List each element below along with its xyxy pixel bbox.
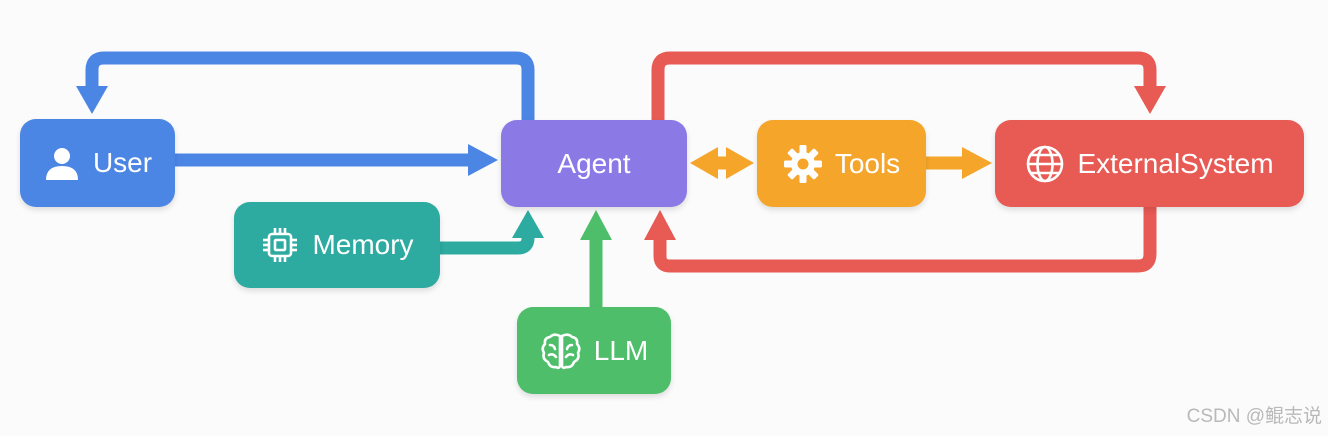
arrowhead-external-to-agent <box>644 210 676 240</box>
tools-label: Tools <box>834 147 901 179</box>
external-system-node: ExternalSystem <box>995 120 1304 207</box>
agent-label: Agent <box>557 147 631 179</box>
arrowhead-llm-to-agent <box>580 210 612 240</box>
brain-icon <box>541 332 581 369</box>
arrowhead-tools-to-agent <box>690 147 718 179</box>
agent-node: Agent <box>501 120 687 207</box>
watermark: CSDN @鲲志说 <box>1186 406 1322 427</box>
arrowhead-agent-to-user <box>76 86 108 114</box>
external-system-label: ExternalSystem <box>1077 147 1274 179</box>
chip-icon <box>263 228 298 262</box>
globe-icon <box>1027 145 1064 182</box>
memory-label: Memory <box>312 229 414 260</box>
arrowhead-user-to-agent <box>468 144 498 176</box>
user-node: User <box>20 119 175 207</box>
arrowhead-agent-to-external <box>1134 86 1166 114</box>
arrowhead-agent-to-tools <box>726 147 754 179</box>
edge-agent-to-external <box>651 51 1157 120</box>
user-label: User <box>92 147 153 178</box>
memory-node: Memory <box>234 202 440 288</box>
edge-memory-to-agent <box>440 231 535 255</box>
tools-node: Tools <box>757 120 926 207</box>
arrowhead-memory-to-agent <box>512 210 544 238</box>
gear-icon <box>783 144 822 183</box>
llm-node: LLM <box>517 307 671 394</box>
user-icon <box>45 148 78 180</box>
arrowhead-tools-to-external <box>962 147 992 179</box>
edge-external-to-agent <box>653 207 1157 273</box>
llm-label: LLM <box>593 334 649 366</box>
edge-agent-to-user <box>85 51 535 120</box>
